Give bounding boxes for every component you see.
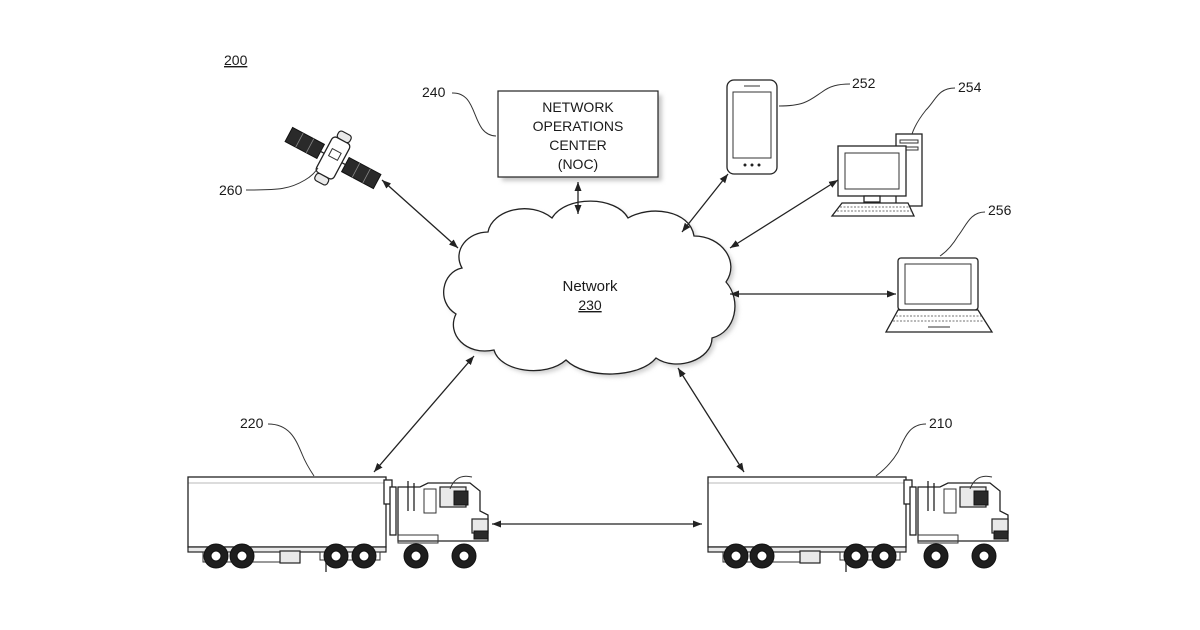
link-satellite-network (382, 180, 458, 248)
truck-220-ref-label: 220 (240, 415, 264, 431)
network-label: Network (562, 278, 618, 295)
figure-number: 200 (224, 52, 248, 68)
network-ref-label: 230 (578, 297, 602, 313)
satellite-ref-label: 260 (219, 182, 243, 198)
truck-210-leader-line (876, 424, 926, 476)
truck-220-icon (188, 476, 488, 572)
satellite-leader-line (246, 168, 318, 190)
truck-220-leader-line (268, 424, 314, 476)
noc-ref-label: 240 (422, 84, 446, 100)
noc-leader-line (452, 93, 496, 136)
truck-210-ref-label: 210 (929, 415, 953, 431)
link-network-truck-220 (374, 356, 474, 472)
noc-box: NETWORK OPERATIONS CENTER (NOC) (498, 91, 662, 181)
smartphone-leader-line (779, 84, 850, 106)
truck-210-icon (708, 476, 1008, 572)
link-network-truck-210 (678, 368, 744, 472)
noc-line-2: OPERATIONS (533, 118, 624, 134)
noc-line-3: CENTER (549, 137, 607, 153)
noc-line-1: NETWORK (542, 99, 614, 115)
link-smartphone-network (682, 174, 728, 232)
desktop-computer-icon (832, 134, 922, 216)
smartphone-icon (727, 80, 777, 174)
network-cloud: Network 230 (444, 201, 738, 377)
laptop-ref-label: 256 (988, 202, 1012, 218)
laptop-icon (886, 258, 992, 332)
smartphone-ref-label: 252 (852, 75, 876, 91)
link-desktop-network (730, 180, 838, 248)
desktop-ref-label: 254 (958, 79, 982, 95)
desktop-leader-line (912, 88, 955, 134)
noc-line-4: (NOC) (558, 156, 598, 172)
laptop-leader-line (940, 212, 985, 256)
satellite-icon (276, 110, 391, 206)
